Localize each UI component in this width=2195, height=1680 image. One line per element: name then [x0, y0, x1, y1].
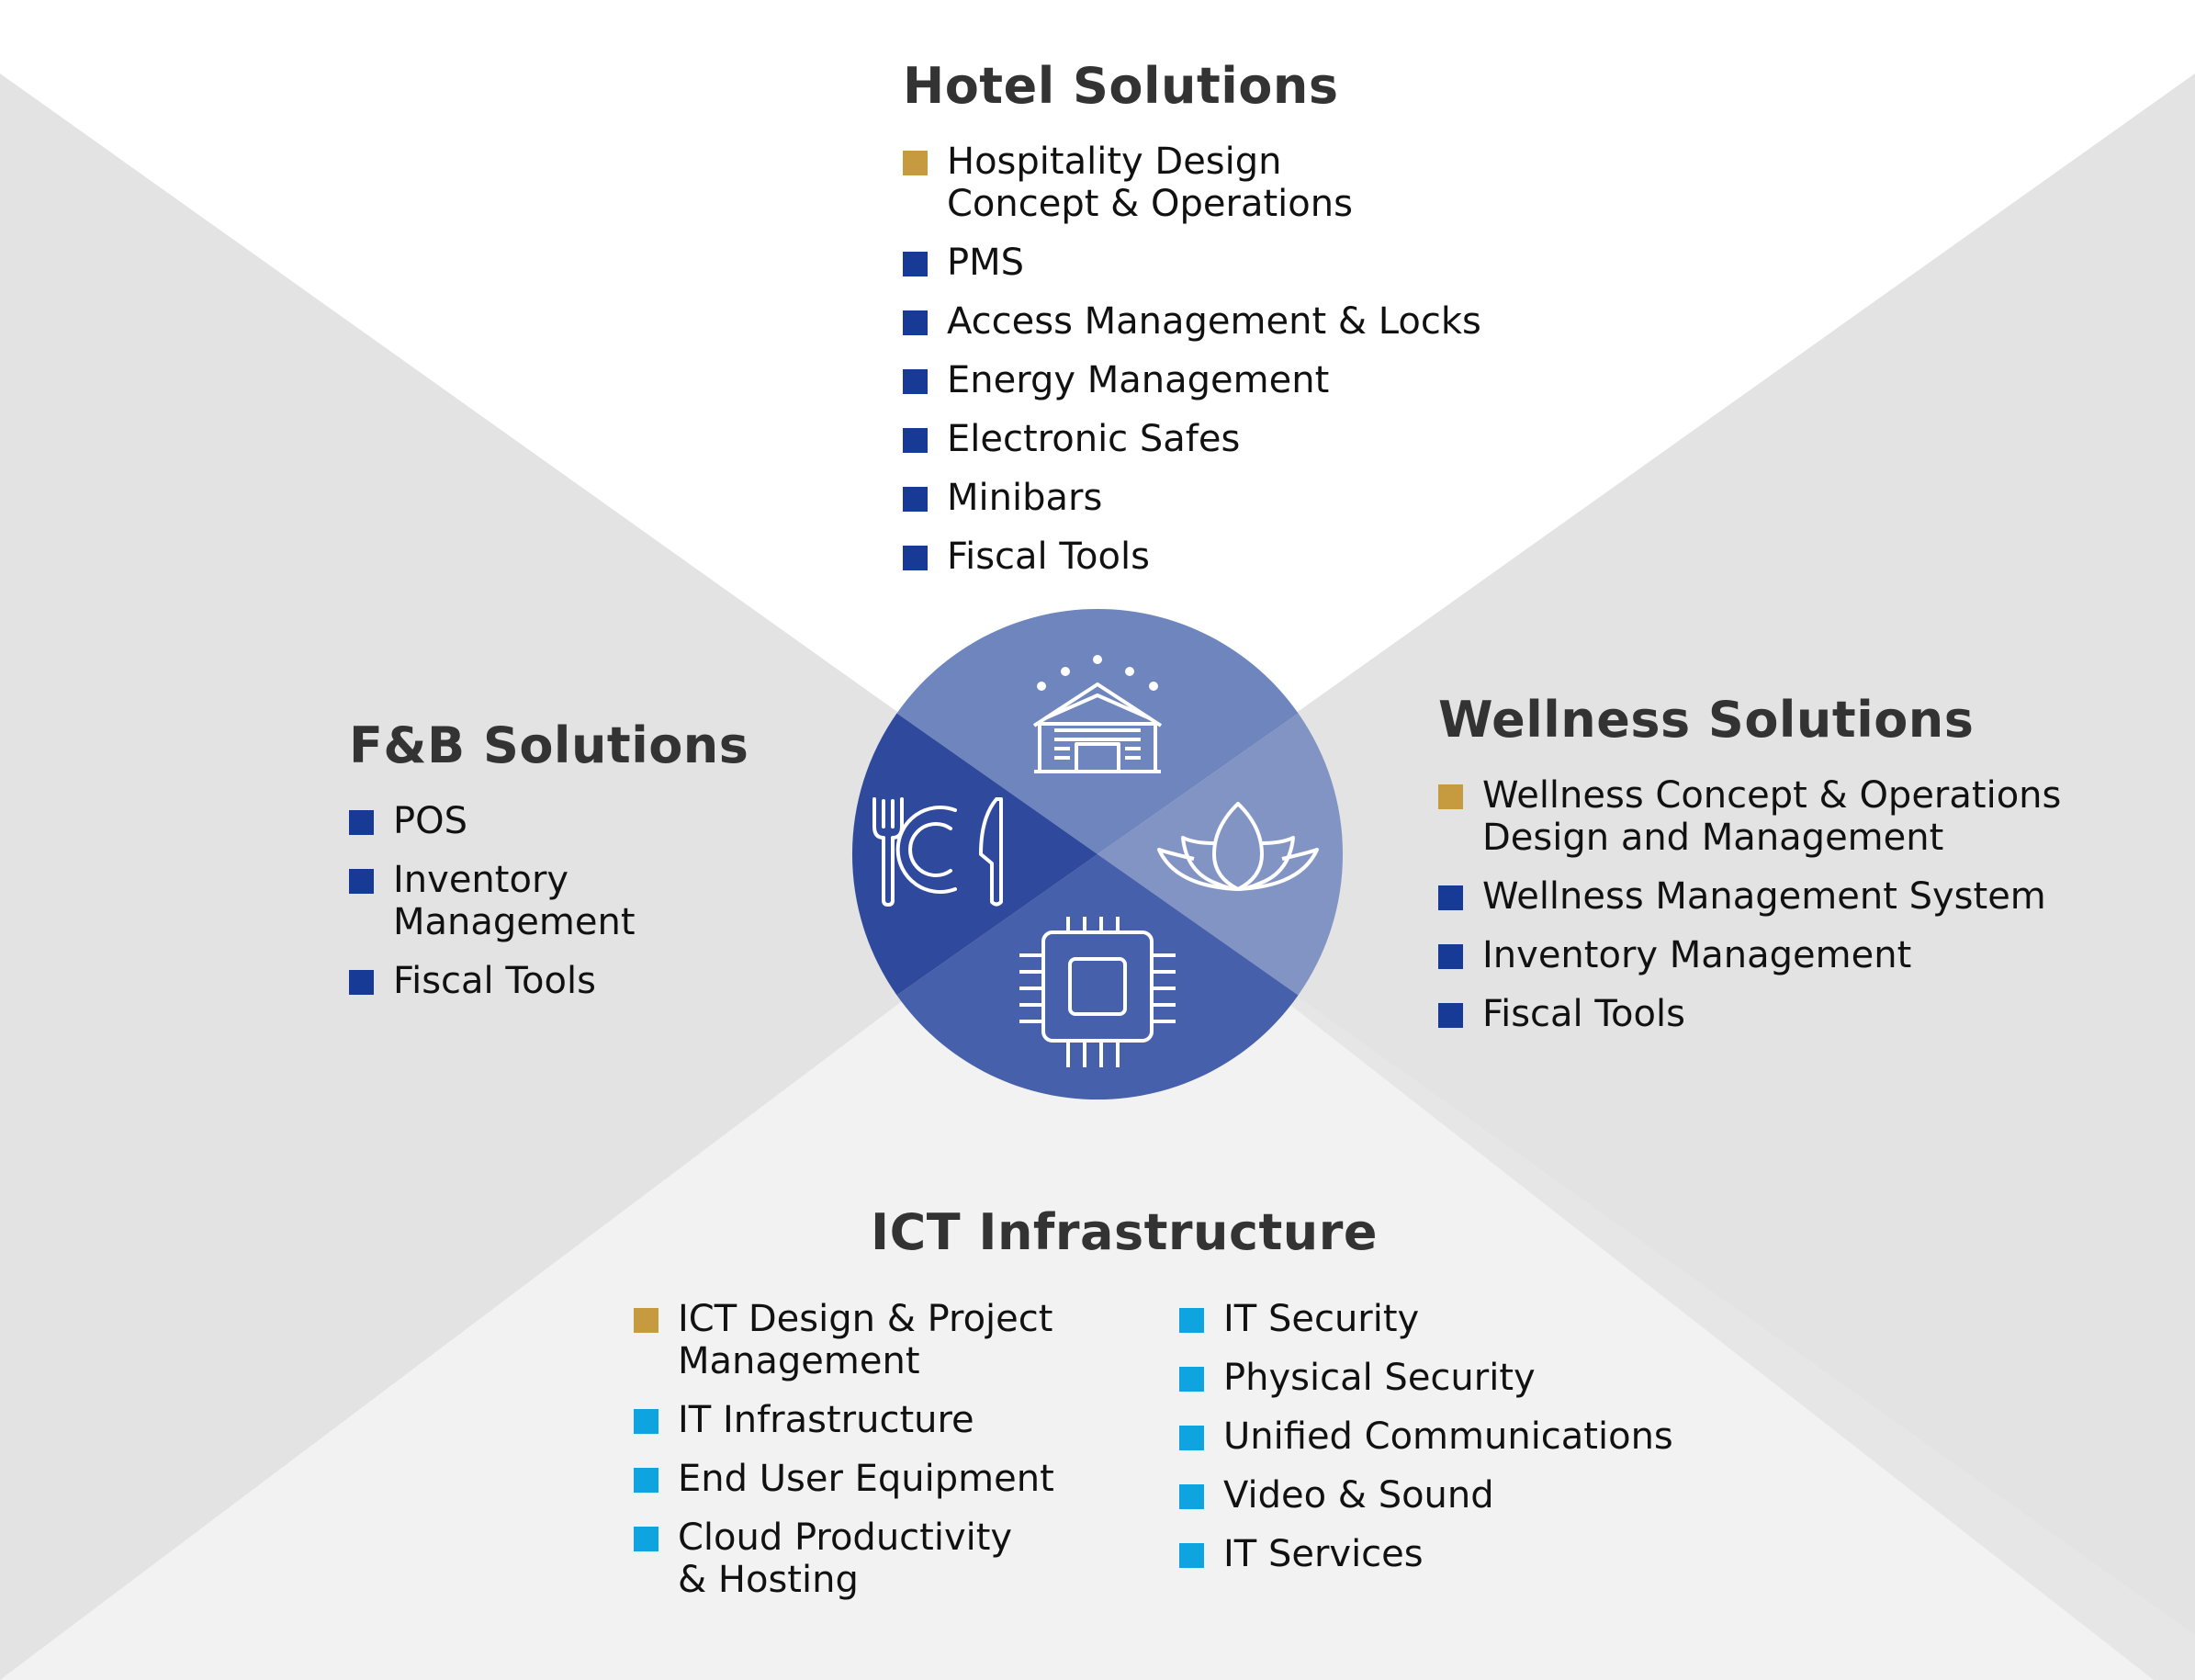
list-item-label: Fiscal Tools [1482, 993, 1685, 1035]
cyan-bullet-icon [634, 1468, 658, 1493]
lotus-icon [1157, 802, 1319, 891]
wheel-right-quadrant [1098, 713, 1344, 996]
list-item: Inventory Management [349, 859, 749, 943]
cyan-bullet-icon [1179, 1426, 1204, 1450]
list-item-label: POS [393, 800, 467, 842]
list-item: Fiscal Tools [1438, 993, 2061, 1035]
navy-bullet-icon [1438, 885, 1463, 910]
navy-bullet-icon [903, 428, 928, 453]
list-item: End User Equipment [634, 1458, 1054, 1500]
navy-bullet-icon [903, 546, 928, 570]
hotel-solutions-section: Hotel Solutions Hospitality Design Conce… [903, 57, 1481, 594]
list-item: Access Management & Locks [903, 300, 1481, 343]
list-item: Inventory Management [1438, 934, 2061, 976]
navy-bullet-icon [903, 310, 928, 335]
ict-infrastructure-title: ICT Infrastructure [871, 1203, 1379, 1261]
list-item-label: Wellness Management System [1482, 875, 2046, 918]
fb-solutions-title: F&B Solutions [349, 716, 749, 774]
navy-bullet-icon [349, 970, 374, 995]
list-item: Fiscal Tools [349, 960, 749, 1002]
wheel-bottom-quadrant [896, 854, 1299, 1100]
dining-icon [872, 797, 1003, 907]
list-item-label: Inventory Management [393, 859, 636, 943]
cyan-bullet-icon [1179, 1484, 1204, 1509]
list-item-label: Inventory Management [1482, 934, 1912, 976]
list-item-label: IT Infrastructure [678, 1399, 974, 1441]
hotel-solutions-title: Hotel Solutions [903, 57, 1339, 115]
cyan-bullet-icon [634, 1409, 658, 1434]
gold-bullet-icon [634, 1308, 658, 1333]
list-item-label: Energy Management [947, 359, 1330, 401]
list-item-label: Cloud Productivity & Hosting [678, 1517, 1013, 1601]
ict-list-left: ICT Design & Project Management IT Infras… [634, 1298, 1054, 1601]
list-item: Physical Security [1179, 1357, 1673, 1399]
list-item: ICT Design & Project Management [634, 1298, 1054, 1382]
list-item: Unified Communications [1179, 1415, 1673, 1458]
list-item-label: ICT Design & Project Management [678, 1298, 1053, 1382]
cyan-bullet-icon [634, 1527, 658, 1551]
list-item: IT Services [1179, 1533, 1673, 1575]
gold-bullet-icon [903, 151, 928, 175]
wellness-solutions-list: Wellness Concept & Operations Design and… [1438, 774, 2061, 1035]
list-item-label: End User Equipment [678, 1458, 1054, 1500]
list-item-label: Wellness Concept & Operations Design and… [1482, 774, 2062, 859]
cyan-bullet-icon [1179, 1543, 1204, 1568]
list-item-label: IT Security [1223, 1298, 1420, 1340]
list-item: Video & Sound [1179, 1474, 1673, 1517]
ict-column-1: ICT Design & Project Management IT Infras… [634, 1298, 1054, 1618]
list-item-label: Video & Sound [1223, 1474, 1494, 1517]
list-item: Wellness Concept & Operations Design and… [1438, 774, 2061, 859]
list-item: Electronic Safes [903, 418, 1481, 460]
list-item: Minibars [903, 477, 1481, 519]
chip-icon [1019, 917, 1176, 1067]
hotel-icon [1032, 655, 1163, 773]
list-item: Fiscal Tools [903, 536, 1481, 578]
list-item-label: Minibars [947, 477, 1103, 519]
ict-infrastructure-section: ICT Infrastructure [871, 1203, 1378, 1287]
navy-bullet-icon [1438, 944, 1463, 969]
list-item: Cloud Productivity & Hosting [634, 1517, 1054, 1601]
right-wedge [1098, 73, 2195, 1680]
list-item: IT Security [1179, 1298, 1673, 1340]
list-item-label: Hospitality Design Concept & Operations [947, 141, 1353, 225]
list-item: POS [349, 800, 749, 842]
list-item-label: Electronic Safes [947, 418, 1241, 460]
list-item-label: Fiscal Tools [393, 960, 596, 1002]
gold-bullet-icon [1438, 784, 1463, 809]
list-item-label: Physical Security [1223, 1357, 1536, 1399]
list-item: IT Infrastructure [634, 1399, 1054, 1441]
list-item-label: Access Management & Locks [947, 300, 1481, 343]
navy-bullet-icon [349, 810, 374, 835]
navy-bullet-icon [903, 252, 928, 276]
navy-bullet-icon [903, 487, 928, 512]
list-item-label: Fiscal Tools [947, 536, 1150, 578]
list-item: Wellness Management System [1438, 875, 2061, 918]
list-item: Hospitality Design Concept & Operations [903, 141, 1481, 225]
navy-bullet-icon [349, 869, 374, 894]
bottom-wedge [0, 854, 2195, 1680]
list-item-label: IT Services [1223, 1533, 1424, 1575]
wellness-solutions-section: Wellness Solutions Wellness Concept & Op… [1438, 691, 2061, 1052]
left-wedge [0, 73, 1098, 1680]
bottom-right-strip [1098, 854, 2195, 1680]
wellness-solutions-title: Wellness Solutions [1438, 691, 1975, 749]
cyan-bullet-icon [1179, 1367, 1204, 1392]
list-item-label: Unified Communications [1223, 1415, 1673, 1458]
wheel-left-quadrant [851, 713, 1098, 996]
list-item: PMS [903, 242, 1481, 284]
list-item: Energy Management [903, 359, 1481, 401]
navy-bullet-icon [903, 369, 928, 394]
cyan-bullet-icon [1179, 1308, 1204, 1333]
list-item-label: PMS [947, 242, 1025, 284]
navy-bullet-icon [1438, 1003, 1463, 1028]
